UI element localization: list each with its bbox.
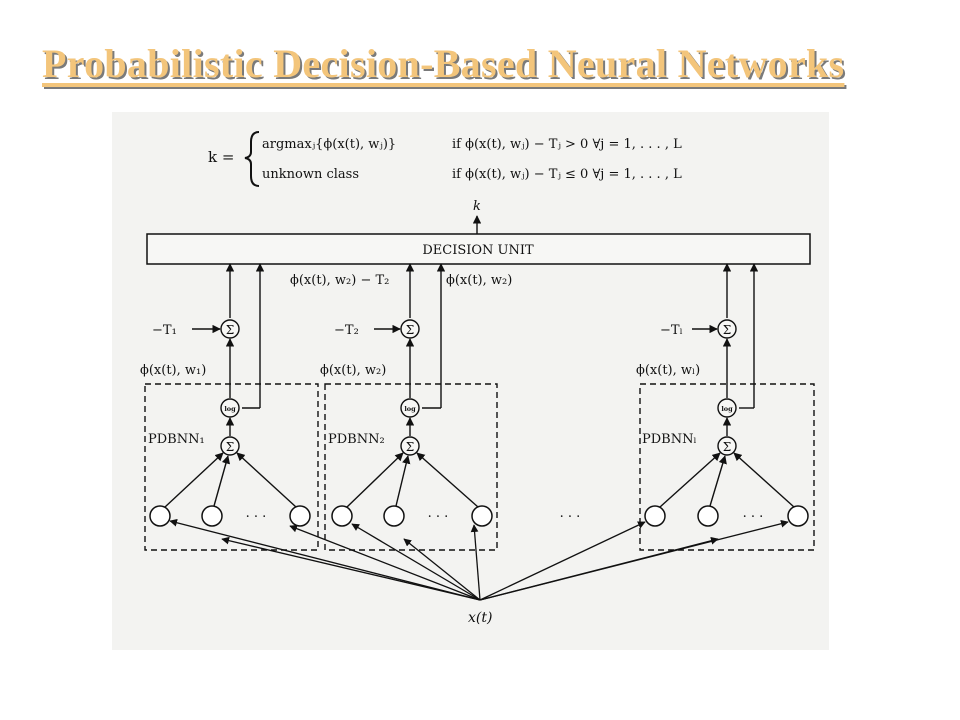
- threshold-sum-node-2: [400, 319, 420, 339]
- log-label-l: log: [721, 405, 733, 413]
- phi-label-l: ϕ(x(t), wₗ): [636, 363, 700, 378]
- subnet-box-2: [324, 383, 498, 551]
- subnet-sum-node-l: [717, 436, 737, 456]
- equation-brace: [244, 131, 260, 187]
- log-label-2: log: [404, 405, 416, 413]
- log-label-1: log: [224, 405, 236, 413]
- equation-case2-condition: if ϕ(x(t), wⱼ) − Tⱼ ≤ 0 ∀j = 1, . . . , …: [452, 167, 682, 182]
- phi-label-2: ϕ(x(t), w₂): [320, 363, 386, 378]
- mid-label-phi-w2: ϕ(x(t), w₂): [446, 273, 512, 288]
- subnet-ellipsis: . . .: [560, 506, 581, 521]
- input-label: x(t): [468, 610, 492, 626]
- sum-symbol-s1: Σ: [226, 440, 234, 454]
- sum-symbol-sl: Σ: [723, 440, 731, 454]
- unit-ellipsis-1: . . .: [246, 506, 267, 521]
- threshold-label-l: −Tₗ: [660, 323, 683, 338]
- gaussian-unit: [787, 505, 809, 527]
- equation-case1-condition: if ϕ(x(t), wⱼ) − Tⱼ > 0 ∀j = 1, . . . , …: [452, 137, 682, 152]
- unit-ellipsis-2: . . .: [428, 506, 449, 521]
- pdbnn-diagram-figure: k = argmaxⱼ{ϕ(x(t), wⱼ)} if ϕ(x(t), wⱼ) …: [112, 112, 829, 650]
- decision-equation: k = argmaxⱼ{ϕ(x(t), wⱼ)} if ϕ(x(t), wⱼ) …: [208, 131, 682, 187]
- unit-ellipsis-l: . . .: [743, 506, 764, 521]
- phi-label-1: ϕ(x(t), w₁): [140, 363, 206, 378]
- subnet-l: −Tₗ Σ ϕ(x(t), wₗ) log PDBNNₗ Σ . . .: [636, 263, 815, 551]
- gaussian-unit: [331, 505, 353, 527]
- subnet-2: −T₂ Σ ϕ(x(t), w₂) log PDBNN₂ Σ . . .: [320, 263, 498, 551]
- sum-symbol-t2: Σ: [406, 323, 414, 337]
- threshold-sum-node-l: [717, 319, 737, 339]
- log-node-l: [717, 398, 737, 418]
- sum-symbol-s2: Σ: [406, 440, 414, 454]
- log-node-2: [400, 398, 420, 418]
- slide-title: Probabilistic Decision-Based Neural Netw…: [42, 41, 845, 86]
- gaussian-unit: [383, 505, 405, 527]
- mid-label-phi-minus-t2: ϕ(x(t), w₂) − T₂: [290, 273, 389, 288]
- subnet-sum-node-2: [400, 436, 420, 456]
- gaussian-unit: [289, 505, 311, 527]
- equation-case1-expr: argmaxⱼ{ϕ(x(t), wⱼ)}: [262, 137, 396, 152]
- log-node-1: [220, 398, 240, 418]
- gaussian-unit: [149, 505, 171, 527]
- subnet-label-1: PDBNN₁: [148, 432, 205, 447]
- input-fan-out: [169, 518, 789, 601]
- subnet-sum-node-1: [220, 436, 240, 456]
- subnet-label-2: PDBNN₂: [328, 432, 385, 447]
- gaussian-unit: [471, 505, 493, 527]
- sum-symbol-t1: Σ: [226, 323, 234, 337]
- output-k-label: k: [473, 199, 481, 214]
- decision-unit-label: DECISION UNIT: [422, 243, 534, 258]
- gaussian-unit: [697, 505, 719, 527]
- gaussian-unit: [644, 505, 666, 527]
- threshold-sum-node-1: [220, 319, 240, 339]
- subnet-box-1: [144, 383, 319, 551]
- decision-unit-box: [146, 233, 811, 265]
- sum-symbol-tl: Σ: [723, 323, 731, 337]
- gaussian-unit: [201, 505, 223, 527]
- equation-lhs: k =: [208, 148, 234, 166]
- threshold-label-1: −T₁: [152, 323, 177, 338]
- subnet-1: −T₁ Σ ϕ(x(t), w₁) log PDBNN₁ Σ . . .: [140, 263, 319, 551]
- threshold-label-2: −T₂: [334, 323, 359, 338]
- equation-case2-expr: unknown class: [262, 167, 359, 182]
- subnet-label-l: PDBNNₗ: [642, 432, 697, 447]
